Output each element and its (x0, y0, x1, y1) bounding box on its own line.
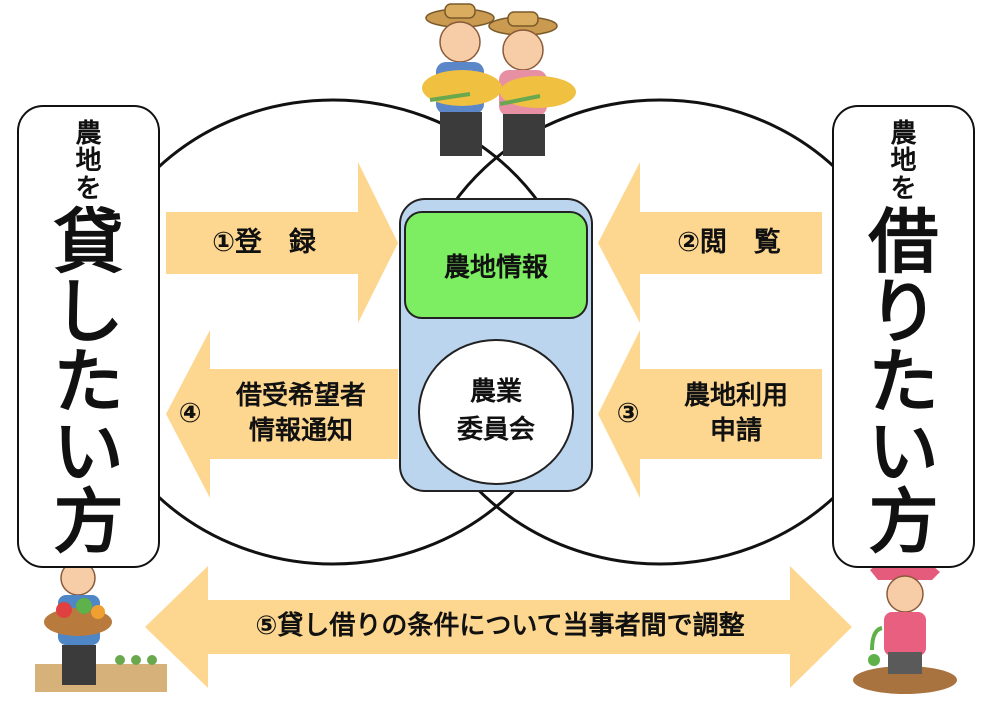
lender-small-char: を (75, 173, 102, 204)
step1-label: ①登 録 (166, 212, 362, 274)
lender-big-char: 方 (53, 480, 124, 563)
step4-line2: 情報通知 (248, 416, 353, 446)
step4-number: ④ (170, 392, 210, 436)
step3-number: ③ (608, 392, 648, 436)
borrower-box: 農 地 を 借 り た い 方 (832, 105, 975, 568)
borrower-farmer-illustration (853, 555, 957, 694)
arrow-step2 (598, 162, 822, 323)
borrower-small-char: 地 (890, 146, 917, 177)
arrow-step4 (166, 330, 398, 498)
borrower-small-char: を (890, 173, 917, 204)
farmer-couple-illustration (422, 3, 576, 156)
arrow-step1 (166, 162, 398, 323)
lender-small-char: 地 (75, 146, 102, 177)
lender-big-char: 貸 (53, 200, 124, 283)
step3-number-text: ③ (616, 397, 640, 429)
lender-big-char: い (53, 410, 124, 493)
step3-label: 農地利用 申請 (650, 369, 822, 459)
step4-label: 借受希望者 情報通知 (208, 369, 394, 459)
lender-small-char: 農 (75, 119, 102, 149)
borrower-small-char: 農 (890, 119, 917, 149)
step2-text: ②閲 覧 (677, 226, 781, 258)
committee-label-line2: 委員会 (456, 415, 535, 445)
borrower-big-char: 方 (868, 480, 939, 563)
farmland-info-label: 農地情報 (443, 252, 548, 283)
arrow-step3 (598, 330, 822, 498)
step3-line2: 申請 (709, 416, 762, 446)
agricultural-committee-circle: 農業 委員会 (418, 339, 574, 485)
step4-number-text: ④ (178, 397, 202, 429)
farmland-info-box: 農地情報 (404, 211, 588, 319)
step5-label: ⑤貸し借りの条件について当事者間で調整 (185, 600, 815, 654)
lender-big-char: し (53, 270, 124, 353)
step2-label: ②閲 覧 (636, 212, 822, 274)
borrower-big-char: い (868, 410, 939, 493)
borrower-big-char: り (868, 270, 939, 353)
lender-box: 農 地 を 貸 し た い 方 (17, 105, 160, 568)
step3-line1: 農地利用 (683, 380, 788, 411)
step5-text: ⑤貸し借りの条件について当事者間で調整 (255, 611, 745, 642)
committee-label-line1: 農業 (469, 377, 522, 408)
step4-line1: 借受希望者 (235, 380, 366, 411)
borrower-big-char: た (868, 340, 939, 423)
borrower-big-char: 借 (868, 200, 939, 283)
lender-big-char: た (53, 340, 124, 423)
step1-text: ①登 録 (212, 226, 316, 258)
arrow-step5 (145, 566, 852, 688)
